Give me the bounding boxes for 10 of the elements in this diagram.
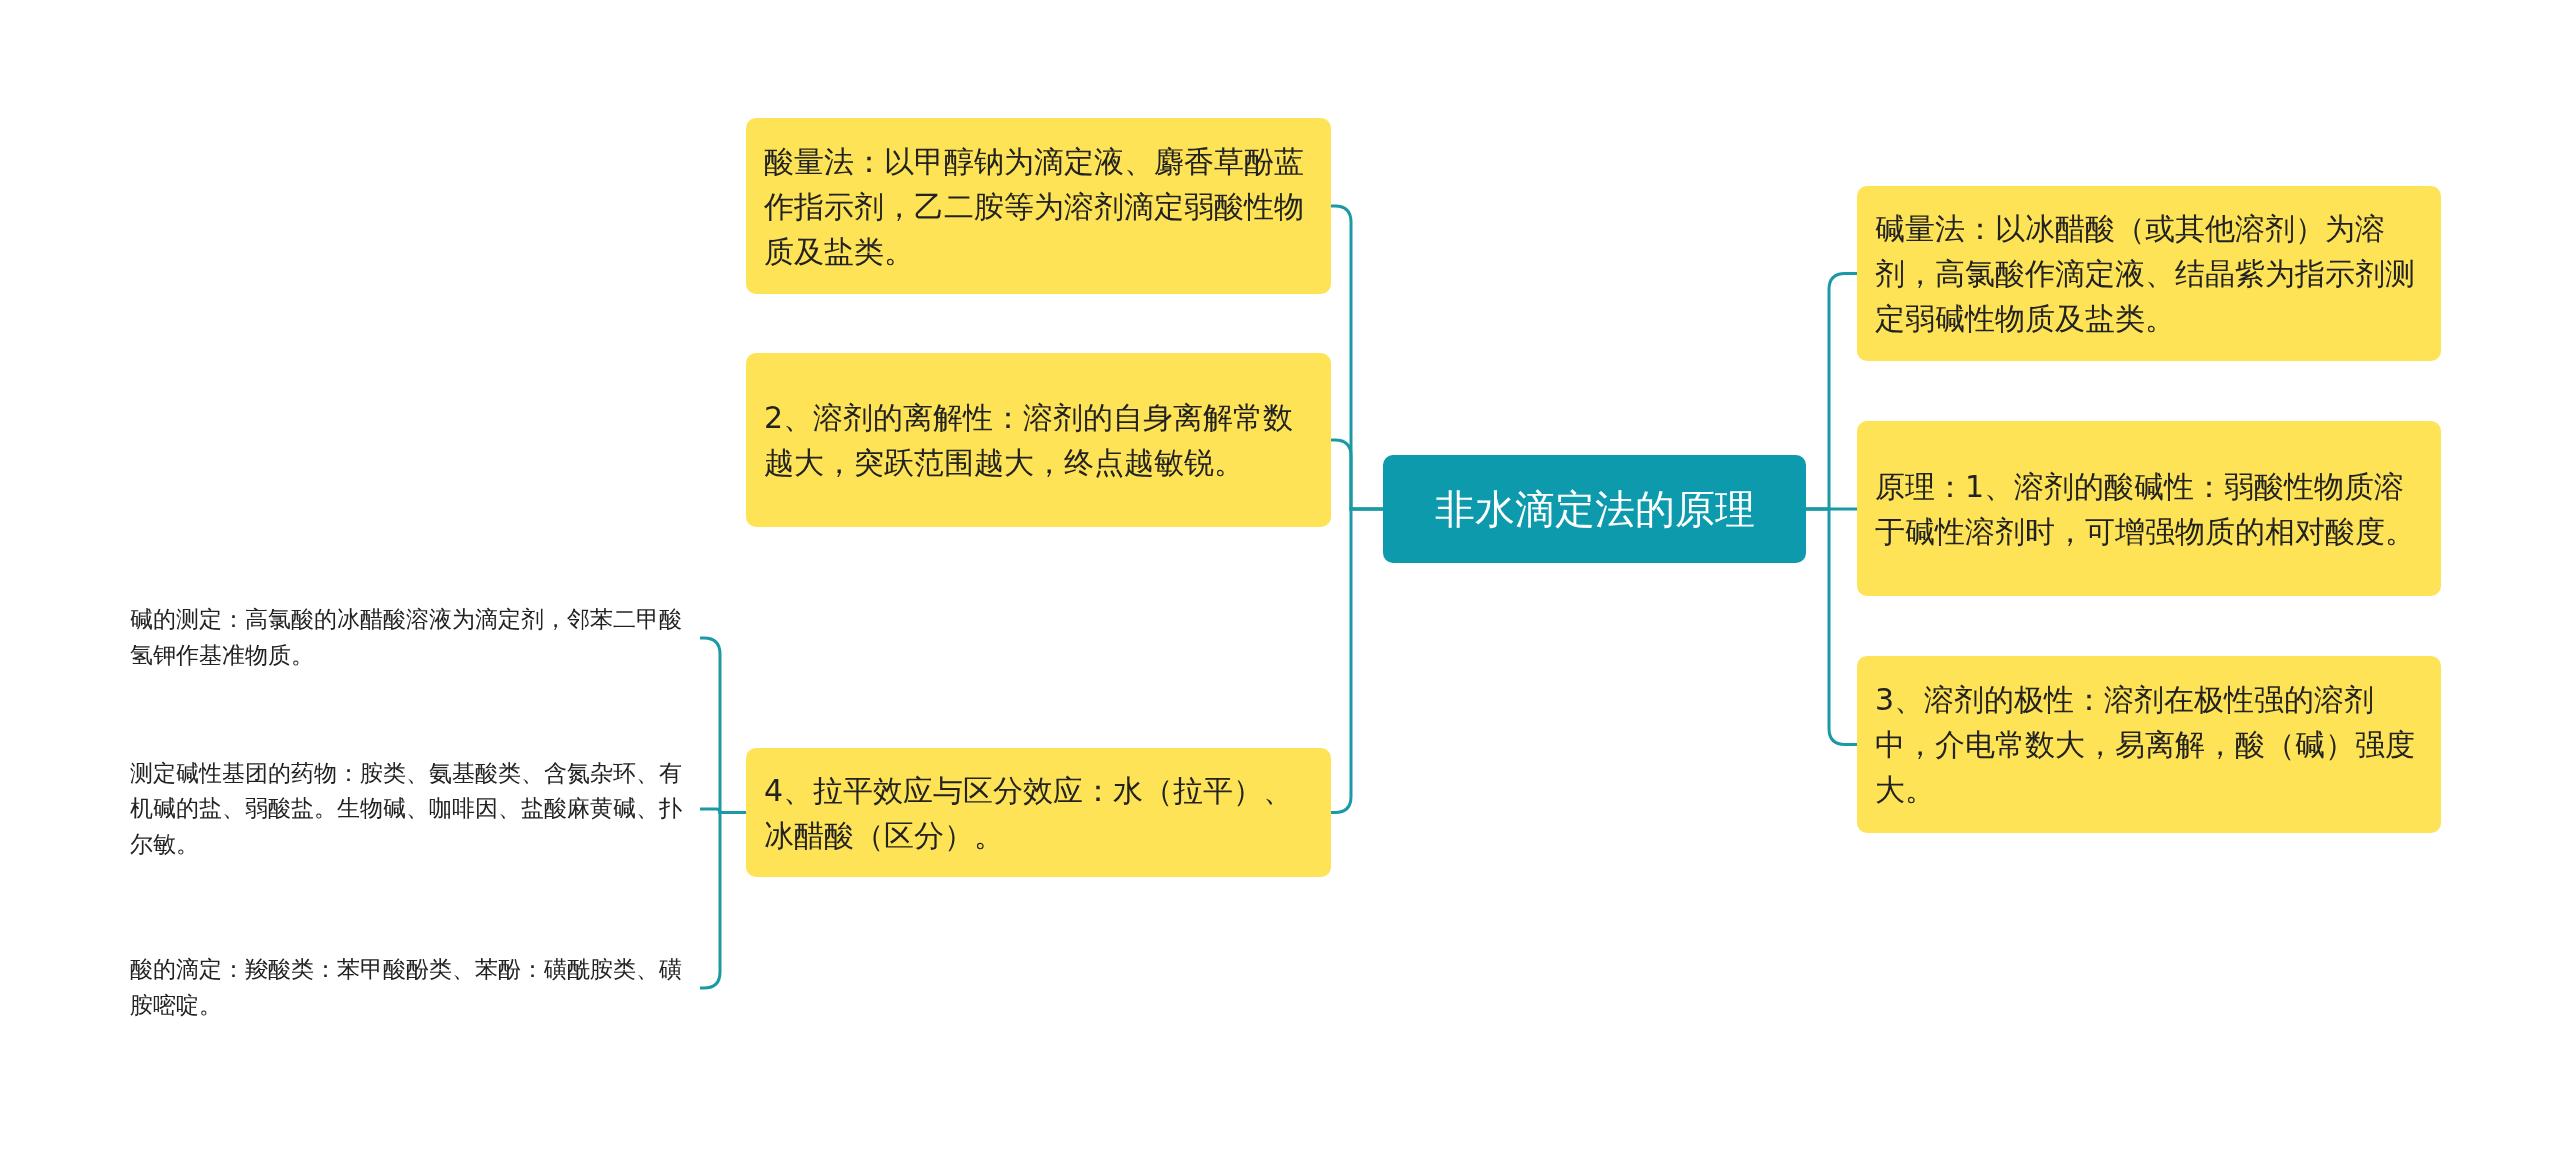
topic-text: 酸的滴定：羧酸类：苯甲酸酚类、苯酚：磺酰胺类、磺胺嘧啶。 — [130, 950, 700, 1026]
root-topic-box: 非水滴定法的原理 — [1383, 455, 1806, 563]
topic-box: 4、拉平效应与区分效应：水（拉平）、冰醋酸（区分）。 — [746, 748, 1331, 877]
topic-text: 碱的测定：高氯酸的冰醋酸溶液为滴定剂，邻苯二甲酸氢钾作基准物质。 — [130, 600, 700, 676]
topic-box: 3、溶剂的极性：溶剂在极性强的溶剂中，介电常数大，易离解，酸（碱）强度大。 — [1857, 656, 2441, 833]
topic-box: 2、溶剂的离解性：溶剂的自身离解常数越大，突跃范围越大，终点越敏锐。 — [746, 353, 1331, 527]
topic-box: 原理：1、溶剂的酸碱性：弱酸性物质溶于碱性溶剂时，可增强物质的相对酸度。 — [1857, 421, 2441, 596]
topic-text: 测定碱性基团的药物：胺类、氨基酸类、含氮杂环、有机碱的盐、弱酸盐。生物碱、咖啡因、盐酸麻黄碱、扑尔敏。 — [130, 752, 700, 866]
topic-box: 酸量法：以甲醇钠为滴定液、麝香草酚蓝作指示剂，乙二胺等为溶剂滴定弱酸性物质及盐类。 — [746, 118, 1331, 294]
topic-box: 碱量法：以冰醋酸（或其他溶剂）为溶剂，高氯酸作滴定液、结晶紫为指示剂测定弱碱性物质及盐类。 — [1857, 186, 2441, 361]
